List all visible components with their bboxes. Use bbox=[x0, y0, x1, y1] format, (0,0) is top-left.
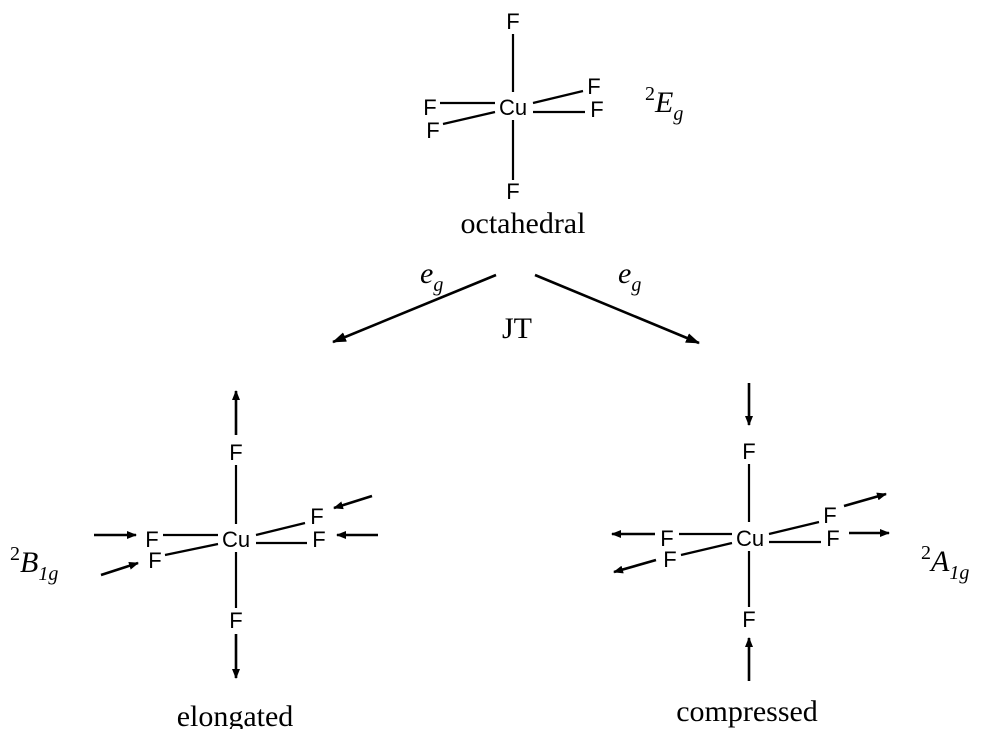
split-arrow-right bbox=[534, 273, 700, 345]
caption-elongated: elongated bbox=[177, 700, 294, 729]
f-atom-left-front: F bbox=[660, 526, 673, 551]
bond-right-back bbox=[255, 521, 306, 537]
bond-right-back bbox=[768, 520, 820, 536]
f-atom-right-back: F bbox=[310, 504, 323, 529]
f-atom-right-front: F bbox=[826, 526, 839, 551]
cu-atom: Cu bbox=[499, 95, 527, 120]
state-label-2Eg: 2Eg bbox=[645, 83, 683, 125]
split-label-right: eg bbox=[618, 257, 641, 296]
f-atom-bottom: F bbox=[506, 179, 519, 204]
octahedral-complex: Cu F F F F F F bbox=[423, 9, 603, 204]
f-atom-right-back: F bbox=[587, 74, 600, 99]
displacement-arrow-right-back bbox=[333, 494, 373, 510]
caption-octahedral: octahedral bbox=[461, 207, 586, 240]
jt-label: JT bbox=[502, 312, 532, 345]
bond-left-back bbox=[442, 110, 496, 126]
f-atom-right-back: F bbox=[823, 503, 836, 528]
bond-left-back bbox=[164, 542, 219, 557]
f-atom-top: F bbox=[506, 9, 519, 34]
state-label-2B1g: 2B1g bbox=[10, 543, 58, 585]
bond-left-back bbox=[680, 541, 733, 557]
f-atom-left-back: F bbox=[663, 547, 676, 572]
caption-compressed: compressed bbox=[676, 695, 818, 728]
elongated-complex: Cu F F F F F F bbox=[94, 390, 378, 679]
cu-atom: Cu bbox=[222, 527, 250, 552]
state-label-2A1g: 2A1g bbox=[921, 542, 969, 584]
f-atom-bottom: F bbox=[742, 607, 755, 632]
f-atom-bottom: F bbox=[229, 608, 242, 633]
displacement-arrow-right-back bbox=[843, 492, 887, 508]
f-atom-left-front: F bbox=[423, 95, 436, 120]
f-atom-top: F bbox=[229, 440, 242, 465]
f-atom-left-back: F bbox=[148, 548, 161, 573]
displacement-arrow-left-back bbox=[613, 558, 657, 574]
bond-right-back bbox=[532, 89, 584, 105]
split-arrow-left bbox=[332, 273, 497, 344]
displacement-arrow-left-back bbox=[100, 561, 139, 577]
split-label-left: eg bbox=[420, 257, 443, 296]
f-atom-left-back: F bbox=[426, 118, 439, 143]
f-atom-top: F bbox=[742, 439, 755, 464]
compressed-complex: Cu F F F F F F bbox=[611, 383, 890, 681]
f-atom-right-front: F bbox=[312, 527, 325, 552]
cu-atom: Cu bbox=[736, 526, 764, 551]
f-atom-left-front: F bbox=[145, 527, 158, 552]
f-atom-right-front: F bbox=[590, 97, 603, 122]
